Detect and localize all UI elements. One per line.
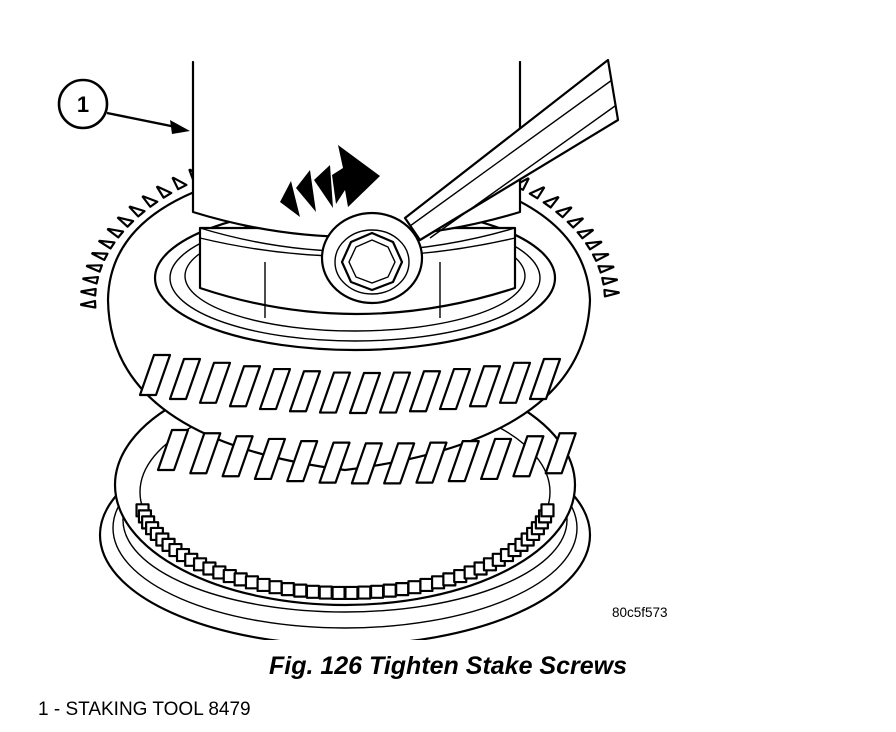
sync-tooth — [369, 584, 385, 599]
sync-tooth — [344, 585, 359, 601]
gear-tooth — [82, 275, 100, 285]
helical-tooth — [512, 435, 545, 478]
helical-tooth — [228, 365, 262, 408]
helical-tooth — [221, 435, 254, 478]
helical-tooth — [286, 440, 319, 483]
helical-tooth — [318, 371, 352, 414]
sync-tooth — [419, 577, 434, 593]
gear-tooth — [98, 239, 116, 250]
box-end-wrench — [320, 58, 620, 305]
sync-tooth — [318, 585, 333, 600]
callout-1: 1 — [57, 78, 190, 134]
sync-tooth — [382, 583, 397, 598]
sync-tooth — [305, 584, 321, 599]
legend-item: 1 - STAKING TOOL 8479 — [38, 699, 251, 720]
helical-tooth — [383, 442, 416, 485]
callout-number: 1 — [77, 92, 89, 117]
sync-tooth — [357, 585, 372, 600]
gear-tooth — [106, 227, 125, 239]
gear-face-teeth — [138, 353, 577, 485]
helical-tooth — [468, 365, 502, 408]
sync-tooth — [268, 580, 283, 595]
sync-tooth — [331, 585, 346, 601]
helical-tooth — [138, 353, 172, 397]
gear-tooth — [584, 240, 603, 251]
helical-tooth — [479, 437, 513, 481]
helical-tooth — [168, 357, 202, 401]
gear-tooth — [555, 206, 573, 219]
helical-tooth — [498, 361, 532, 404]
sync-tooth — [407, 580, 422, 595]
helical-tooth — [438, 367, 472, 411]
sync-tooth — [244, 575, 260, 590]
helical-tooth — [378, 371, 412, 414]
figure-caption: Fig. 126 Tighten Stake Screws — [268, 652, 627, 680]
gear-tooth — [91, 252, 109, 262]
gear-tooth — [528, 186, 546, 200]
gear-tooth — [141, 195, 159, 208]
gear-tooth — [566, 217, 584, 229]
helical-tooth — [258, 367, 292, 411]
helical-tooth — [447, 440, 480, 483]
helical-tooth — [528, 357, 562, 401]
helical-tooth — [348, 371, 382, 415]
helical-tooth — [408, 370, 442, 413]
helical-tooth — [156, 428, 190, 472]
sync-tooth — [293, 583, 308, 598]
gear-tooth — [80, 287, 97, 297]
gear-tooth — [79, 299, 97, 309]
gear-tooth — [601, 276, 619, 286]
helical-tooth — [318, 441, 351, 484]
gear-tooth — [128, 205, 146, 218]
legend: 1 - STAKING TOOL 8479 — [38, 699, 251, 721]
figure-code: 80c5f573 — [612, 605, 668, 620]
helical-tooth — [544, 432, 577, 475]
sync-tooth — [395, 582, 410, 597]
helical-tooth — [198, 361, 232, 404]
sync-tooth — [280, 582, 295, 597]
gear-tooth — [591, 252, 610, 262]
helical-tooth — [288, 370, 322, 413]
gear-tooth — [576, 228, 594, 240]
helical-tooth — [253, 437, 287, 481]
gear-tooth — [603, 288, 620, 298]
sync-tooth — [540, 503, 555, 518]
gear-tooth — [597, 265, 615, 274]
synchronizer-teeth — [135, 503, 555, 601]
gear-tooth — [116, 216, 135, 228]
gear-tooth — [171, 176, 188, 191]
helical-tooth — [350, 442, 383, 485]
gear-tooth — [542, 196, 560, 209]
gear-staking-illustration: 1 — [57, 58, 620, 640]
gear-tooth — [155, 185, 173, 199]
helical-tooth — [415, 441, 448, 484]
rotation-arrow-icon — [280, 145, 380, 217]
sync-tooth — [256, 577, 271, 593]
gear-tooth — [85, 264, 104, 273]
helical-tooth — [189, 432, 222, 475]
